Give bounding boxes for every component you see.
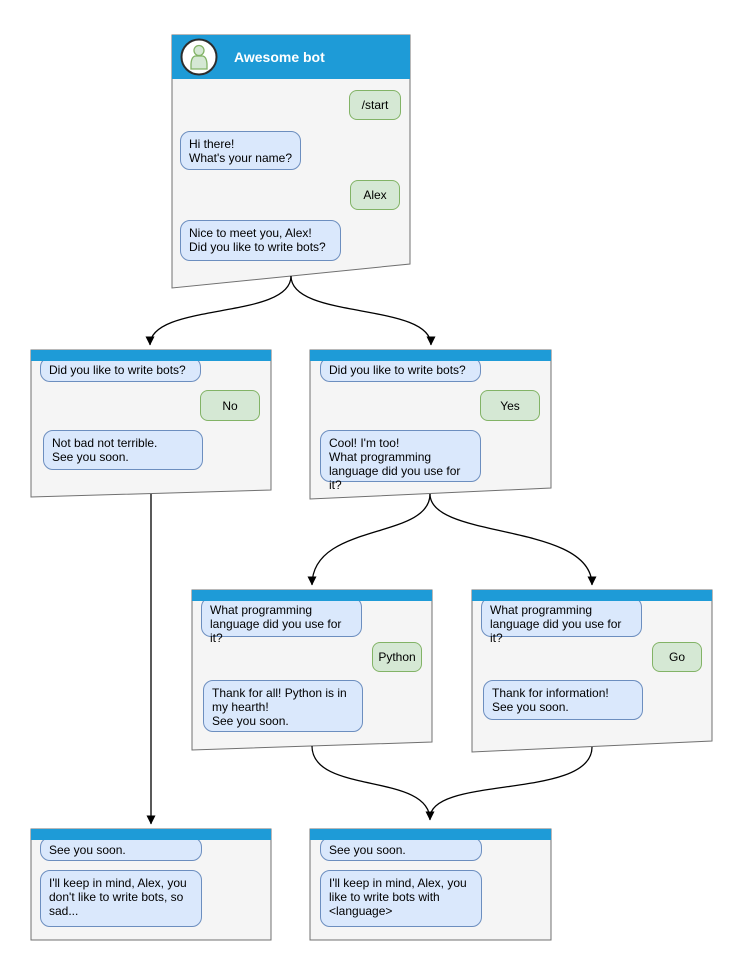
bot-message-bubble: Hi there! What's your name? — [180, 131, 301, 170]
user-message-bubble: /start — [349, 90, 401, 120]
bot-message-bubble: What programming language did you use fo… — [481, 597, 642, 645]
edge-start-to-no — [145, 275, 292, 346]
bot-message-bubble: See you soon. — [40, 837, 202, 861]
bot-message-bubble: Cool! I'm too! What programming language… — [320, 430, 481, 492]
bot-message-bubble: I'll keep in mind, Alex, you like to wri… — [320, 870, 482, 927]
user-message-bubble: No — [200, 390, 260, 421]
window-titlebar — [472, 590, 712, 601]
user-message-bubble: Python — [372, 642, 422, 672]
bot-message-bubble: I'll keep in mind, Alex, you don't like … — [40, 870, 202, 927]
bot-message-bubble: What programming language did you use fo… — [201, 597, 362, 645]
edge-go-to-end — [429, 746, 593, 819]
person-icon — [180, 38, 218, 76]
edge-yes-to-go — [429, 493, 597, 586]
edge-yes-to-python — [307, 493, 431, 586]
window-titlebar — [192, 590, 432, 601]
bot-message-bubble: See you soon. — [320, 837, 482, 861]
window-titlebar — [31, 350, 271, 361]
window-titlebar — [310, 350, 551, 361]
window-titlebar — [310, 829, 551, 840]
edge-start-to-yes — [290, 275, 436, 346]
bot-message-bubble: Thank for all! Python is in my hearth! S… — [203, 680, 363, 732]
bot-message-bubble: Did you like to write bots? — [320, 357, 481, 382]
user-message-bubble: Alex — [350, 180, 400, 210]
user-message-bubble: Go — [652, 642, 702, 672]
window-titlebar — [31, 829, 271, 840]
bot-message-bubble: Not bad not terrible. See you soon. — [43, 430, 203, 470]
bot-message-bubble: Did you like to write bots? — [40, 357, 201, 382]
bot-title: Awesome bot — [234, 49, 325, 65]
user-message-bubble: Yes — [480, 390, 540, 421]
edge-python-to-end — [311, 745, 435, 821]
bot-message-bubble: Thank for information! See you soon. — [483, 680, 643, 720]
bot-message-bubble: Nice to meet you, Alex! Did you like to … — [180, 220, 341, 261]
window-titlebar: Awesome bot — [172, 35, 410, 79]
